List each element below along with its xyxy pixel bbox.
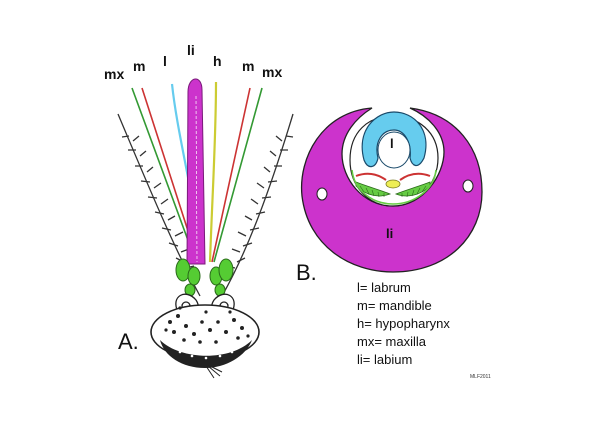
- panel-b-cross-section: [300, 107, 483, 273]
- panel-a-letter: A.: [118, 329, 139, 354]
- label-l: l: [163, 53, 167, 69]
- labium-sheath: [186, 78, 206, 265]
- mandible-right-section: [399, 172, 431, 181]
- cross-section-label-labrum: l: [390, 136, 394, 151]
- head-capsule: [150, 304, 260, 379]
- legend-item: m= mandible: [357, 298, 432, 313]
- labrum-section: [361, 111, 427, 168]
- legend-item: mx= maxilla: [357, 334, 427, 349]
- labium-inner-ridge: [351, 169, 437, 205]
- labium-crescent: [300, 107, 483, 273]
- label-m-right: m: [242, 58, 254, 74]
- label-mx-right: mx: [262, 64, 282, 80]
- cross-section-label-labium: li: [386, 226, 393, 241]
- labium-sheath-groove: [195, 95, 198, 263]
- mandible-left-section: [355, 172, 387, 181]
- maxilla-right-section: [394, 181, 431, 197]
- right-tracheal-hole: [462, 179, 474, 193]
- legend-item: h= hypopharynx: [357, 316, 450, 331]
- right-maxilla: [213, 87, 263, 263]
- hypopharynx-section: [385, 179, 401, 189]
- panel-a-illustration: [117, 78, 294, 379]
- credit-text: MLF2011: [470, 374, 491, 380]
- legend-item: li= labium: [357, 352, 412, 367]
- right-mandible: [211, 87, 251, 263]
- hypopharynx-stylet: [208, 81, 218, 263]
- label-mx-left: mx: [104, 66, 124, 82]
- right-palp: [221, 113, 294, 297]
- panel-b-letter: B.: [296, 260, 317, 285]
- labrum-canal: [377, 131, 411, 169]
- legend-item: l= labrum: [357, 280, 411, 295]
- label-h: h: [213, 53, 222, 69]
- maxilla-left-section: [355, 181, 392, 197]
- label-m-left: m: [133, 58, 145, 74]
- legend: l= labrum m= mandible h= hypopharynx mx=…: [357, 280, 450, 367]
- left-maxilla: [131, 87, 197, 263]
- palp-base: [175, 258, 234, 297]
- label-li: li: [187, 42, 195, 58]
- left-tracheal-hole: [316, 187, 328, 201]
